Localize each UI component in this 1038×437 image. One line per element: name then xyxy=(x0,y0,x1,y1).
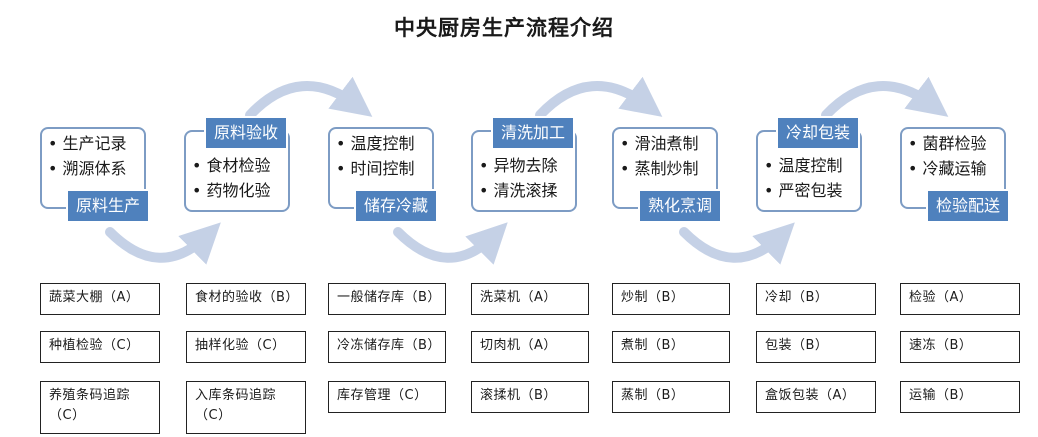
stage-2-item: 食材检验 xyxy=(192,153,271,178)
detail-box: 入库条码追踪（C） xyxy=(186,381,306,434)
stage-6-label: 冷却包装 xyxy=(776,116,861,150)
stage-7-item: 冷藏运输 xyxy=(908,156,987,181)
stage-3-item: 温度控制 xyxy=(336,131,415,156)
stage-5-item: 滑油煮制 xyxy=(620,131,699,156)
stage-4-item: 清洗滚揉 xyxy=(479,178,558,203)
detail-box: 一般储存库（B） xyxy=(328,283,446,315)
detail-box: 煮制（B） xyxy=(612,331,730,363)
stage-2: 原料验收 食材检验 药物化验 xyxy=(184,116,290,212)
stage-4-label: 清洗加工 xyxy=(491,116,576,150)
detail-box: 切肉机（A） xyxy=(471,331,589,363)
detail-box: 抽样化验（C） xyxy=(186,331,306,363)
detail-box: 包装（B） xyxy=(756,331,876,363)
arrow-6-7 xyxy=(821,76,949,120)
arrow-2-3 xyxy=(245,76,373,120)
arrow-3-4 xyxy=(393,222,508,265)
stage-4: 清洗加工 异物去除 清洗滚揉 xyxy=(471,116,577,212)
detail-box: 速冻（B） xyxy=(900,331,1020,363)
stage-7: 菌群检验 冷藏运输 检验配送 xyxy=(900,127,1011,223)
stage-4-item: 异物去除 xyxy=(479,153,558,178)
stage-6-item: 严密包装 xyxy=(764,178,843,203)
stage-5-label: 熟化烹调 xyxy=(638,189,723,223)
stage-1-item: 生产记录 xyxy=(48,131,127,156)
stage-3: 温度控制 时间控制 储存冷藏 xyxy=(328,127,439,223)
detail-box: 滚揉机（B） xyxy=(471,381,589,413)
stage-7-item: 菌群检验 xyxy=(908,131,987,156)
stage-3-item: 时间控制 xyxy=(336,156,415,181)
stage-1: 生产记录 溯源体系 原料生产 xyxy=(40,127,151,223)
detail-box: 养殖条码追踪（C） xyxy=(40,381,160,434)
stage-6: 冷却包装 温度控制 严密包装 xyxy=(756,116,862,212)
arrow-4-5 xyxy=(535,76,663,120)
stage-5-item: 蒸制炒制 xyxy=(620,156,699,181)
stage-2-label: 原料验收 xyxy=(204,116,289,150)
stage-7-label: 检验配送 xyxy=(926,189,1011,223)
detail-box: 运输（B） xyxy=(900,381,1020,413)
detail-box: 冷冻储存库（B） xyxy=(328,331,446,363)
stage-1-label: 原料生产 xyxy=(66,189,151,223)
stage-6-item: 温度控制 xyxy=(764,153,843,178)
detail-box: 库存管理（C） xyxy=(328,381,446,413)
detail-box: 蔬菜大棚（A） xyxy=(40,283,160,315)
detail-box: 种植检验（C） xyxy=(40,331,160,363)
detail-box: 盒饭包装（A） xyxy=(756,381,876,413)
detail-box: 冷却（B） xyxy=(756,283,876,315)
stage-5: 滑油煮制 蒸制炒制 熟化烹调 xyxy=(612,127,723,223)
stage-1-item: 溯源体系 xyxy=(48,156,127,181)
arrow-5-6 xyxy=(679,222,795,265)
detail-box: 蒸制（B） xyxy=(612,381,730,413)
diagram-title: 中央厨房生产流程介绍 xyxy=(394,16,614,40)
arrow-1-2 xyxy=(105,222,221,265)
stage-2-item: 药物化验 xyxy=(192,178,271,203)
stage-3-label: 储存冷藏 xyxy=(354,189,439,223)
detail-box: 检验（A） xyxy=(900,283,1020,315)
detail-box: 洗菜机（A） xyxy=(471,283,589,315)
detail-box: 食材的验收（B） xyxy=(186,283,306,315)
detail-box: 炒制（B） xyxy=(612,283,730,315)
